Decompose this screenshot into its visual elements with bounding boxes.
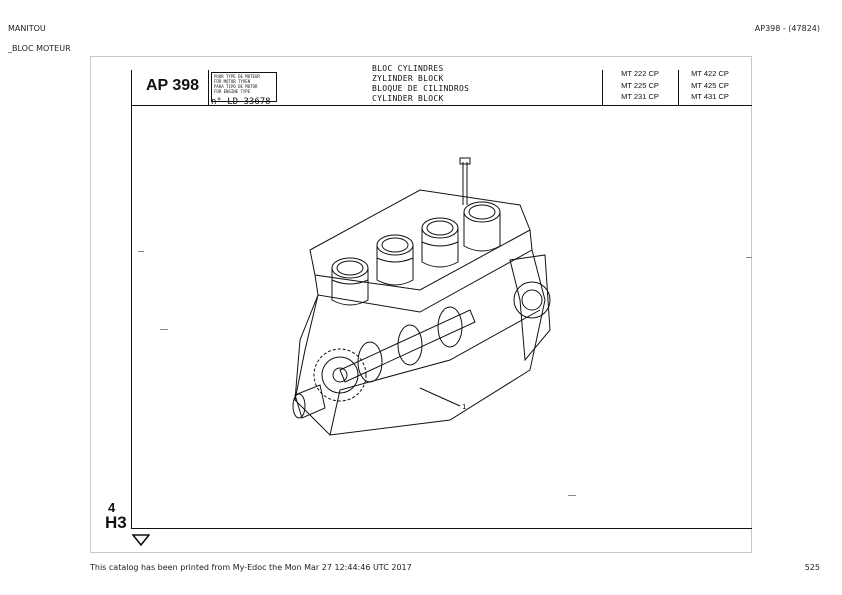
margin-mark [568, 495, 576, 496]
callout-number: 1 [462, 403, 467, 411]
drawing-frame [131, 105, 752, 529]
title-block-frame [131, 70, 752, 106]
sheet-code: AP 398 [146, 77, 200, 94]
title-fr: BLOC CYLINDRES [372, 64, 444, 73]
title-en: CYLINDER BLOCK [372, 94, 444, 103]
models-column-2: MT 422 CP MT 425 CP MT 431 CP [680, 68, 740, 103]
margin-mark [138, 251, 144, 252]
engine-block-illustration [292, 157, 551, 436]
title-de: ZYLINDER BLOCK [372, 74, 444, 83]
margin-mark [746, 257, 752, 258]
model-item: MT 425 CP [691, 80, 729, 90]
catalog-reference: AP398 - (47824) [754, 24, 820, 33]
models-divider [602, 70, 603, 105]
engine-type-line: FOR ENGINE TYPE [214, 89, 251, 94]
model-item: MT 222 CP [621, 69, 659, 78]
catalog-sheet [90, 56, 752, 553]
models-column-divider [678, 70, 679, 105]
engine-type-line: PARA TIPO DE MOTOR [214, 84, 258, 89]
model-item: MT 422 CP [691, 69, 729, 78]
model-item: MT 225 CP [621, 80, 659, 90]
page-reference: 4 H3 [105, 500, 127, 532]
engine-type-line: FÜR MOTOR TYPEN [214, 79, 251, 84]
model-item: MT 231 CP [621, 92, 659, 101]
document-number: n° LD 33678 [211, 97, 271, 107]
section-label: _BLOC MOTEUR [8, 44, 71, 53]
engine-type-box: POUR TYPE DE MOTEUR FÜR MOTOR TYPEN PARA… [211, 72, 277, 102]
print-note: This catalog has been printed from My-Ed… [90, 563, 412, 572]
models-column-1: MT 222 CP MT 225 CP MT 231 CP [604, 68, 676, 103]
down-arrow-outline-icon[interactable] [132, 533, 150, 547]
brand-name: MANITOU [8, 24, 46, 33]
page-ref-number: 4 [108, 500, 116, 515]
title-divider [208, 70, 209, 105]
model-item: MT 431 CP [691, 92, 729, 101]
engine-type-line: POUR TYPE DE MOTEUR [214, 74, 260, 79]
page-ref-code: H3 [105, 513, 127, 532]
page-number: 525 [804, 563, 820, 572]
title-es: BLOQUE DE CILINDROS [372, 84, 470, 93]
sheet-titles: BLOC CYLINDRES ZYLINDER BLOCK BLOQUE DE … [372, 64, 469, 104]
margin-mark [160, 329, 168, 330]
